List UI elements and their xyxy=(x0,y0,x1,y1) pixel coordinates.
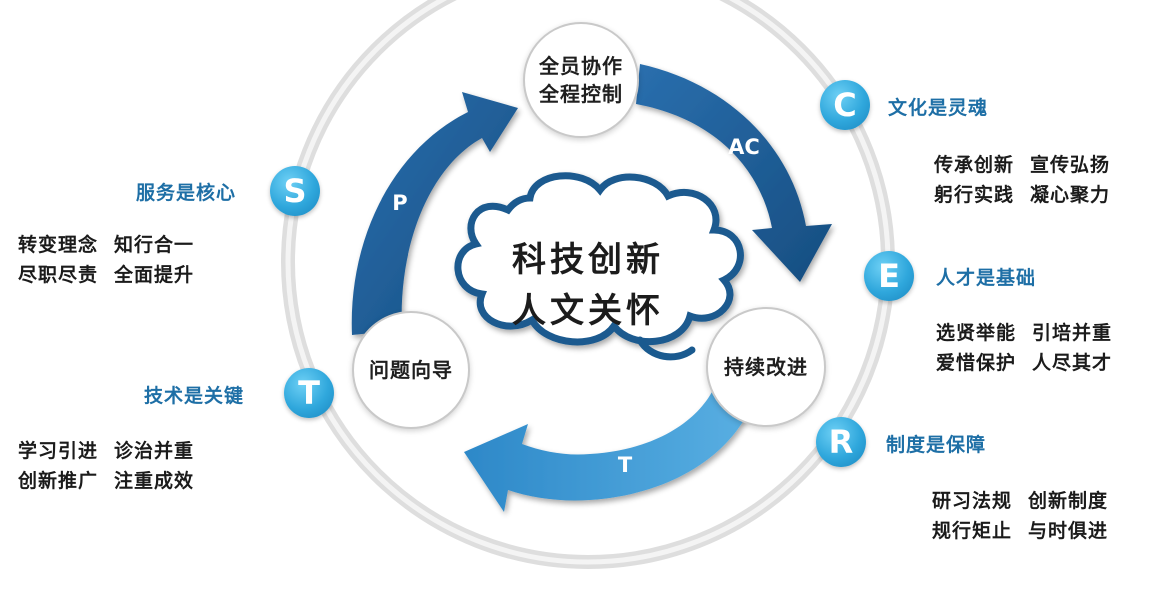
desc-r-2a: 规行矩止 xyxy=(932,520,1013,542)
core-line-2: 人文关怀 xyxy=(512,291,664,331)
heading-t: 技术是关键 xyxy=(144,385,245,407)
p-arrow xyxy=(351,92,518,335)
node-left: 问题向导 xyxy=(352,311,470,429)
badge-r: R xyxy=(816,417,866,467)
heading-e: 人才是基础 xyxy=(936,267,1037,289)
desc-t-2b: 注重成效 xyxy=(114,470,195,492)
desc-e-2b: 人尽其才 xyxy=(1032,352,1113,374)
desc-c-2a: 躬行实践 xyxy=(934,184,1015,206)
desc-e-2a: 爱惜保护 xyxy=(936,352,1017,374)
core-line-1: 科技创新 xyxy=(512,240,664,280)
badge-c: C xyxy=(820,80,870,130)
t-arrow xyxy=(464,378,758,512)
node-top-line-1: 全员协作 xyxy=(539,54,623,78)
desc-s-2a: 尽职尽责 xyxy=(18,264,99,286)
desc-r-1b: 创新制度 xyxy=(1028,490,1109,512)
badge-s: S xyxy=(270,166,320,216)
arrow-label-p: P xyxy=(392,191,408,215)
desc-t: 学习引进诊治并重 创新推广注重成效 xyxy=(18,436,194,496)
desc-t-1a: 学习引进 xyxy=(18,440,99,462)
desc-e-1a: 选贤举能 xyxy=(936,322,1017,344)
arrow-label-ac: AC xyxy=(728,135,760,159)
node-right-label: 持续改进 xyxy=(724,355,808,379)
desc-e-1b: 引培并重 xyxy=(1032,322,1113,344)
desc-t-2a: 创新推广 xyxy=(18,470,99,492)
node-right: 持续改进 xyxy=(706,307,826,427)
desc-s-2b: 全面提升 xyxy=(114,264,195,286)
desc-c-2b: 凝心聚力 xyxy=(1030,184,1111,206)
node-top: 全员协作 全程控制 xyxy=(523,22,639,138)
ac-arrow xyxy=(636,64,832,282)
desc-s-1a: 转变理念 xyxy=(18,234,99,256)
desc-s: 转变理念知行合一 尽职尽责全面提升 xyxy=(18,230,194,290)
badge-t: T xyxy=(284,368,334,418)
desc-c: 传承创新宣传弘扬 躬行实践凝心聚力 xyxy=(934,150,1110,210)
desc-r-1a: 研习法规 xyxy=(932,490,1013,512)
heading-s: 服务是核心 xyxy=(136,182,237,204)
cloud-shape xyxy=(454,172,744,361)
desc-e: 选贤举能引培并重 爱惜保护人尽其才 xyxy=(936,318,1112,378)
node-left-label: 问题向导 xyxy=(369,358,453,382)
heading-c: 文化是灵魂 xyxy=(888,97,989,119)
desc-c-1b: 宣传弘扬 xyxy=(1030,154,1111,176)
badge-e: E xyxy=(864,251,914,301)
heading-r: 制度是保障 xyxy=(886,434,987,456)
arrow-label-t: T xyxy=(617,453,633,477)
desc-r: 研习法规创新制度 规行矩止与时俱进 xyxy=(932,486,1108,546)
node-top-line-2: 全程控制 xyxy=(539,82,623,106)
desc-r-2b: 与时俱进 xyxy=(1028,520,1109,542)
desc-s-1b: 知行合一 xyxy=(114,234,195,256)
desc-t-1b: 诊治并重 xyxy=(114,440,195,462)
desc-c-1a: 传承创新 xyxy=(934,154,1015,176)
